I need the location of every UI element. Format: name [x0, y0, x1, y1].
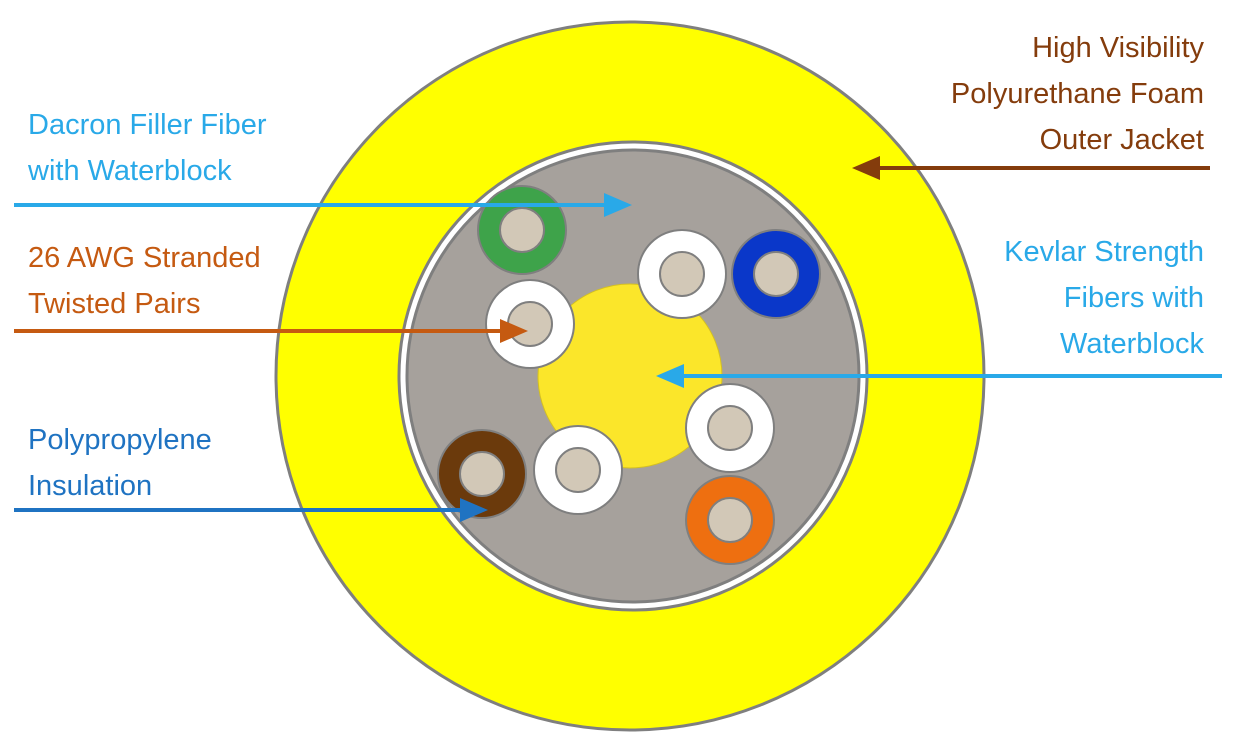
label-outer-jacket: High Visibility Polyurethane Foam Outer …	[951, 25, 1204, 163]
label-line: Kevlar Strength	[1004, 236, 1204, 268]
pair-green	[477, 185, 567, 275]
pair-white-4	[533, 425, 623, 515]
label-line: Insulation	[28, 470, 153, 502]
arrow-icon	[14, 319, 528, 343]
label-kevlar-strength-fibers: Kevlar Strength Fibers with Waterblock	[1004, 229, 1204, 367]
pair-orange	[685, 475, 775, 565]
label-line: Polyurethane Foam	[950, 78, 1204, 110]
label-line: Waterblock	[1060, 328, 1204, 360]
arrow-icon	[14, 193, 632, 217]
pair-brown	[437, 429, 527, 519]
label-line: Twisted Pairs	[28, 288, 201, 320]
pair-white-1	[637, 229, 727, 319]
label-line: 26 AWG Stranded	[28, 242, 261, 274]
label-line: High Visibility	[1032, 32, 1204, 64]
pair-white-3	[685, 383, 775, 473]
label-line: Outer Jacket	[1039, 124, 1204, 156]
label-line: with Waterblock	[28, 155, 232, 187]
pair-blue	[731, 229, 821, 319]
label-polypropylene-insulation: Polypropylene Insulation	[28, 417, 212, 509]
label-line: Polypropylene	[28, 424, 212, 456]
label-dacron-filler-fiber: Dacron Filler Fiber with Waterblock	[28, 102, 267, 194]
arrow-icon	[14, 498, 488, 522]
label-line: Fibers with	[1063, 282, 1204, 314]
label-awg-twisted-pairs: 26 AWG Stranded Twisted Pairs	[28, 235, 261, 327]
label-line: Dacron Filler Fiber	[28, 109, 267, 141]
arrow-icon	[852, 156, 1210, 180]
arrow-icon	[656, 364, 1222, 388]
pair-white-2	[485, 279, 575, 369]
